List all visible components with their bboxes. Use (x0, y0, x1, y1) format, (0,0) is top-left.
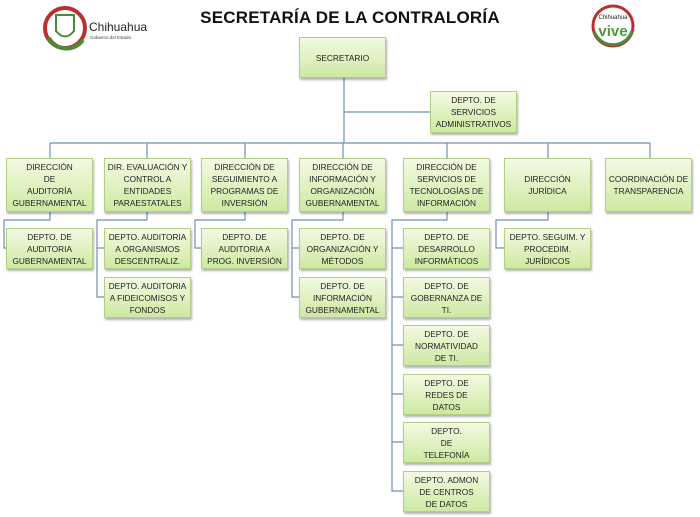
box-depto-desarrollo: DEPTO. DE DESARROLLO INFORMÁTICOS (403, 228, 490, 269)
box-depto-gobernanza: DEPTO. DE GOBERNANZA DE TI. (403, 277, 490, 318)
svg-text:Chihuahua: Chihuahua (598, 15, 628, 21)
logo-left-subtext: Gobierno del Estado (90, 35, 132, 40)
box-depto-auditoria-gubernamental: DEPTO. DE AUDITORIA GUBERNAMENTAL (6, 228, 93, 269)
box-depto-organismos: DEPTO. AUDITORIA A ORGANISMOS DESCENTRAL… (104, 228, 191, 269)
box-secretario: SECRETARIO (299, 37, 386, 78)
box-depto-normatividad: DEPTO. DE NORMATIVIDAD DE TI. (403, 325, 490, 366)
box-servicios-administrativos: DEPTO. DE SERVICIOS ADMINISTRATIVOS (430, 91, 517, 133)
box-depto-telefonia: DEPTO. DE TELEFONÍA (403, 422, 490, 463)
svg-text:vive: vive (598, 23, 627, 40)
box-depto-centros-datos: DEPTO. ADMON DE CENTROS DE DATOS (403, 471, 490, 512)
chihuahua-vive-logo: Chihuahua vive (591, 4, 635, 48)
box-depto-informacion: DEPTO. DE INFORMACIÓN GUBERNAMENTAL (299, 277, 386, 318)
box-depto-juridicos: DEPTO. SEGUIM. Y PROCEDIM. JURÍDICOS (504, 228, 591, 269)
box-direccion-juridica: DIRECCIÓN JURÍDICA (504, 158, 591, 212)
box-coordinacion-transparencia: COORDINACIÓN DE TRANSPARENCIA (605, 158, 692, 212)
box-direccion-seguimiento: DIRECCIÓN DE SEGUIMIENTO A PROGRAMAS DE … (201, 158, 288, 212)
box-direccion-informacion: DIRECCIÓN DE INFORMACIÓN Y ORGANIZACIÓN … (299, 158, 386, 212)
logo-left-text: Chihuahua (89, 20, 147, 34)
box-direccion-auditoria: DIRECCIÓN DE AUDITORÍA GUBERNAMENTAL (6, 158, 93, 212)
box-depto-redes: DEPTO. DE REDES DE DATOS (403, 374, 490, 415)
box-depto-organizacion: DEPTO. DE ORGANIZACIÓN Y MÉTODOS (299, 228, 386, 269)
box-depto-prog-inversion: DEPTO. DE AUDITORIA A PROG. INVERSIÓN (201, 228, 288, 269)
box-depto-fideicomisos: DEPTO. AUDITORIA A FIDEICOMISOS Y FONDOS (104, 277, 191, 318)
box-direccion-evaluacion: DIR. EVALUACIÓN Y CONTROL A ENTIDADES PA… (104, 158, 191, 212)
chihuahua-government-logo: Chihuahua Gobierno del Estado (43, 6, 147, 51)
box-direccion-tecnologias: DIRECCIÓN DE SERVICIOS DE TECNOLOGÍAS DE… (403, 158, 490, 212)
page-title: SECRETARÍA DE LA CONTRALORÍA (200, 8, 500, 27)
